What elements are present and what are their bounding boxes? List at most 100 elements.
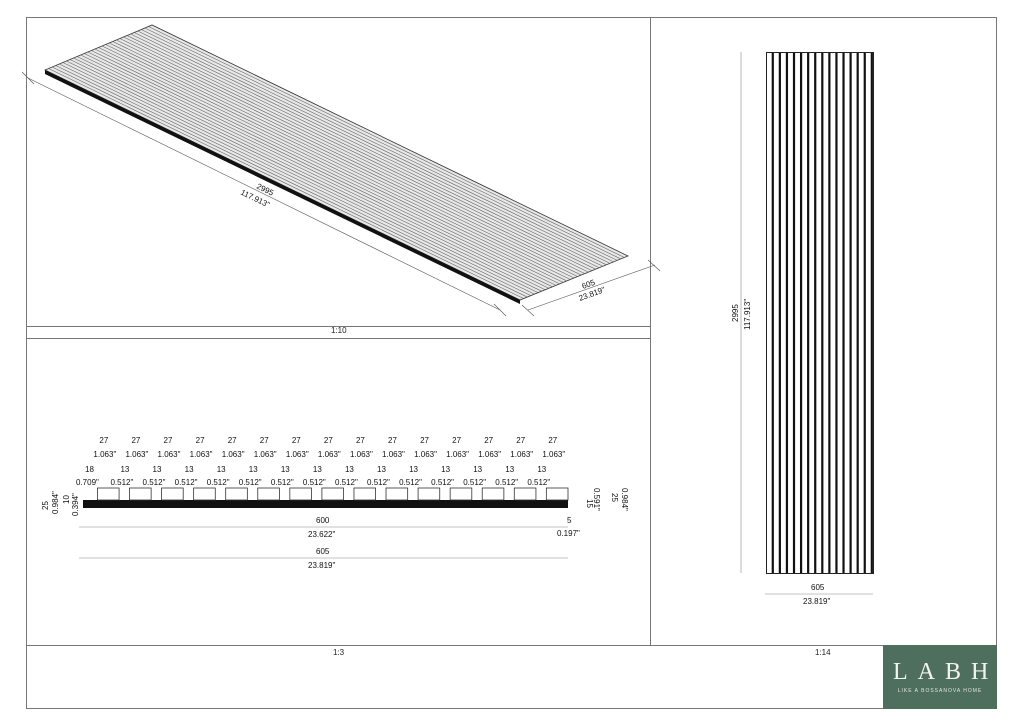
front-width-in: 23.819": [803, 597, 830, 606]
iso-slat-edge: [91, 50, 567, 282]
pitch-mm-label: 27: [292, 436, 301, 445]
pitch-mm-label: 27: [548, 436, 557, 445]
iso-slat-edge: [87, 51, 564, 283]
slat: [481, 487, 505, 501]
gap-mm-label: 13: [217, 465, 226, 474]
base-in: 0.394": [71, 493, 80, 516]
total-height-in-right: 0.984": [620, 488, 629, 511]
slat: [385, 487, 409, 501]
pitch-mm-label: 27: [452, 436, 461, 445]
iso-slat-edge: [55, 65, 531, 296]
front-scale-label: 1:14: [815, 648, 831, 657]
pitch-mm-label: 27: [516, 436, 525, 445]
gap-in-label: 0.512": [431, 478, 454, 487]
slat-height-in: 0.591": [592, 488, 601, 511]
offset-in: 0.197": [557, 529, 580, 538]
gap-mm-label: 13: [473, 465, 482, 474]
front-slat-gap: [771, 53, 774, 573]
front-slat-gap: [785, 53, 789, 573]
pitch-mm-label: 27: [484, 436, 493, 445]
iso-slat-edge: [144, 27, 621, 260]
gap-mm-label: 13: [249, 465, 258, 474]
slat: [97, 487, 120, 501]
pitch-in-label: 1.063": [414, 450, 437, 459]
front-slat-gap: [821, 53, 824, 573]
iso-slat-edge: [52, 66, 528, 298]
gap-in-label: 0.512": [143, 478, 166, 487]
front-slat-gap: [842, 53, 845, 573]
pitch-in-label: 1.063": [478, 450, 501, 459]
front-slat-gap: [799, 53, 803, 573]
gap-mm-label: 13: [441, 465, 450, 474]
pitch-mm-label: 27: [228, 436, 237, 445]
iso-slat-edge: [137, 30, 614, 263]
pitch-mm-label: 27: [260, 436, 269, 445]
gap-in-label: 0.512": [527, 478, 550, 487]
gap-mm-label: 13: [409, 465, 418, 474]
front-length-mm: 2995: [731, 304, 740, 322]
iso-slat-edge: [119, 38, 596, 270]
pitch-mm-label: 27: [99, 436, 108, 445]
pitch-in-label: 1.063": [125, 450, 148, 459]
iso-width-mm: 605: [581, 278, 597, 291]
slat: [545, 487, 569, 501]
gap-in-label: 0.512": [399, 478, 422, 487]
iso-slat-edge: [80, 54, 557, 286]
front-slat-gap: [828, 53, 831, 573]
pitch-mm-label: 27: [131, 436, 140, 445]
iso-slat-edge: [98, 47, 575, 279]
front-slat-gap: [814, 53, 817, 573]
offset-mm: 5: [567, 516, 572, 525]
base-mm: 10: [62, 495, 71, 504]
gap-mm-label: 13: [281, 465, 290, 474]
iso-slat-edge: [148, 26, 625, 258]
pitch-in-label: 1.063": [510, 450, 533, 459]
brand-logo: LABH LIKE A BOSSANOVA HOME: [883, 645, 997, 709]
edge-mm-label: 18: [85, 465, 94, 474]
iso-slat-edge: [62, 62, 539, 293]
slat: [513, 487, 537, 501]
slat: [289, 487, 312, 501]
section-view: 27 1.063" 18 0.709" 27 1.063" 13 0.512" 27 1.063"…: [41, 436, 629, 570]
gap-in-label: 0.512": [367, 478, 390, 487]
sheet-border: [26, 17, 997, 709]
slat: [193, 487, 216, 501]
gap-in-label: 0.512": [335, 478, 358, 487]
iso-slat-edge: [130, 33, 607, 266]
pitch-in-label: 1.063": [190, 450, 213, 459]
slat: [161, 487, 184, 501]
iso-slat-edge: [73, 57, 549, 289]
total-height-mm-right: 25: [610, 493, 619, 502]
pitch-in-label: 1.063": [318, 450, 341, 459]
gap-in-label: 0.512": [239, 478, 262, 487]
gap-mm-label: 13: [505, 465, 514, 474]
iso-slat-edge: [48, 68, 524, 299]
gap-in-label: 0.512": [463, 478, 486, 487]
front-slat-gap: [835, 53, 838, 573]
iso-slat-edge: [69, 59, 546, 291]
front-slat-gap: [863, 53, 866, 573]
pitch-mm-label: 27: [196, 436, 205, 445]
front-length-in: 117.913": [743, 299, 752, 330]
gap-mm-label: 13: [537, 465, 546, 474]
pitch-mm-label: 27: [420, 436, 429, 445]
iso-slat-edge: [141, 29, 618, 261]
iso-slat-edge: [116, 39, 593, 271]
slat: [417, 487, 441, 501]
gap-in-label: 0.512": [495, 478, 518, 487]
slat: [353, 487, 377, 501]
pitch-in-label: 1.063": [254, 450, 277, 459]
pitch-in-label: 1.063": [222, 450, 245, 459]
pitch-mm-label: 27: [388, 436, 397, 445]
pitch-in-label: 1.063": [350, 450, 373, 459]
slat: [225, 487, 248, 501]
iso-slat-edge: [112, 41, 589, 273]
iso-slat-edge: [101, 45, 578, 277]
logo-subtitle: LIKE A BOSSANOVA HOME: [897, 688, 983, 694]
edge-in-label: 0.709": [76, 478, 99, 487]
felt-width-in: 23.622": [308, 530, 335, 539]
pitch-in-label: 1.063": [158, 450, 181, 459]
total-height-mm: 25: [41, 501, 50, 510]
gap-mm-label: 13: [377, 465, 386, 474]
gap-in-label: 0.512": [271, 478, 294, 487]
